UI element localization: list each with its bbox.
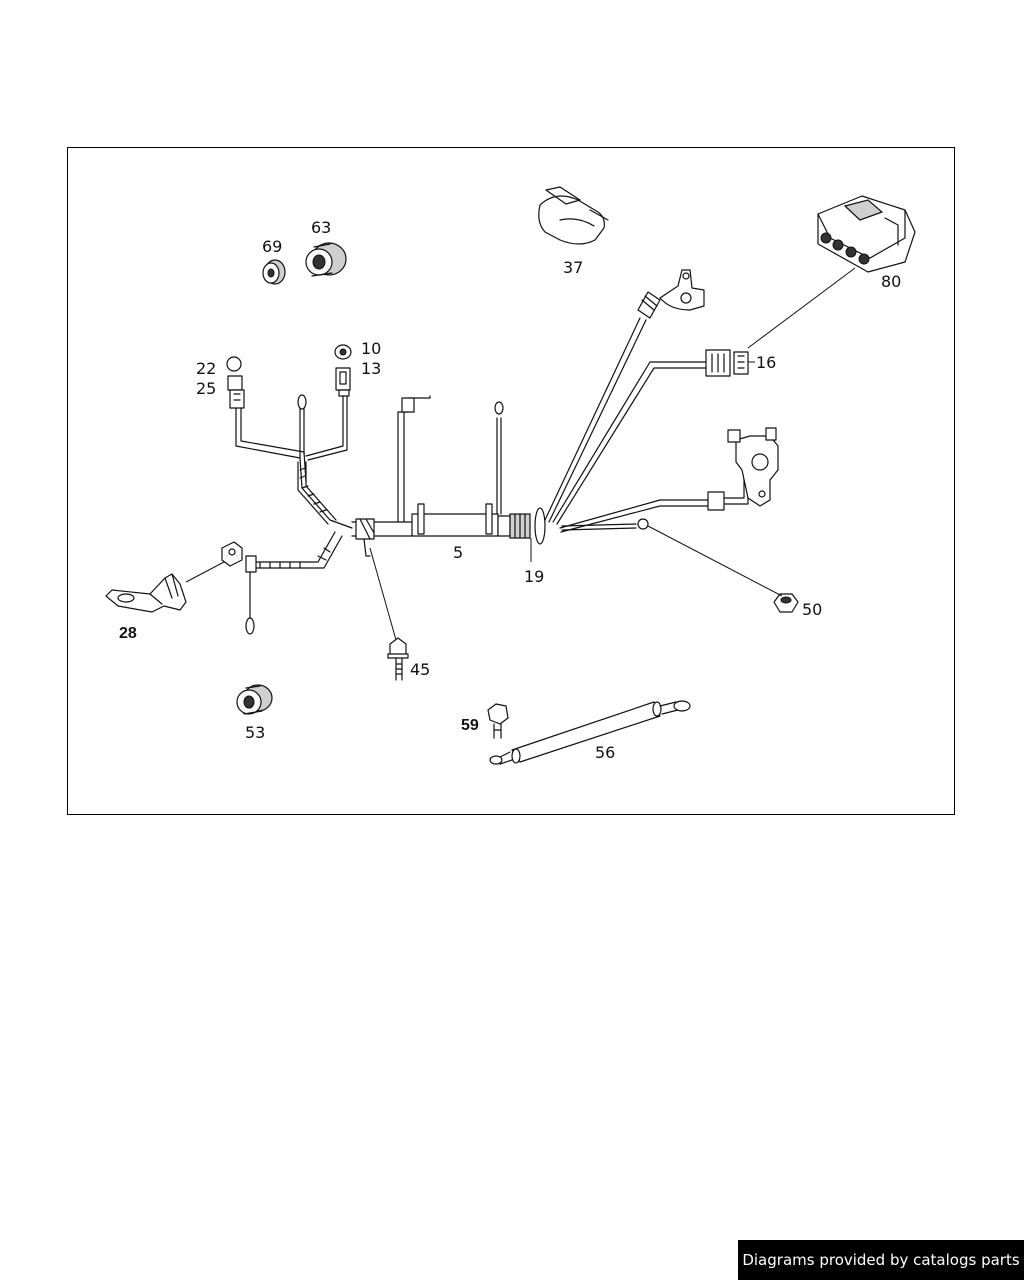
part-53-grommet[interactable] xyxy=(236,684,273,715)
part-10-13-connector[interactable] xyxy=(334,344,352,397)
part-56-ground-strap[interactable] xyxy=(489,700,691,765)
callout-16: 16 xyxy=(756,353,776,372)
callout-50: 50 xyxy=(802,600,822,619)
part-22-25-connector[interactable] xyxy=(226,356,245,409)
callout-10: 10 xyxy=(361,339,381,358)
part-69-grommet[interactable] xyxy=(262,259,286,285)
callout-63: 63 xyxy=(311,218,331,237)
part-45-bolt[interactable] xyxy=(387,637,409,681)
callout-59: 59 xyxy=(461,717,479,734)
callout-5: 5 xyxy=(453,543,463,562)
callout-80: 80 xyxy=(881,272,901,291)
part-63-grommet[interactable] xyxy=(305,242,347,277)
part-80-connector[interactable] xyxy=(817,195,916,273)
wiring-harness[interactable] xyxy=(235,269,779,635)
part-50-nut[interactable] xyxy=(773,593,799,613)
footer-credit: Diagrams provided by catalogs parts xyxy=(738,1240,1024,1280)
callout-56: 56 xyxy=(595,743,615,762)
part-28-bracket[interactable] xyxy=(105,541,243,613)
ring-terminal xyxy=(297,394,307,410)
callout-19: 19 xyxy=(524,567,544,586)
part-37-clip[interactable] xyxy=(538,186,609,245)
diagram-frame xyxy=(67,147,955,815)
callout-45: 45 xyxy=(410,660,430,679)
part-59-bolt[interactable] xyxy=(487,703,509,739)
callout-37: 37 xyxy=(563,258,583,277)
callout-22: 22 xyxy=(196,359,216,378)
callout-69: 69 xyxy=(262,237,282,256)
callout-53: 53 xyxy=(245,723,265,742)
callout-25: 25 xyxy=(196,379,216,398)
callout-28: 28 xyxy=(119,625,137,642)
callout-13: 13 xyxy=(361,359,381,378)
